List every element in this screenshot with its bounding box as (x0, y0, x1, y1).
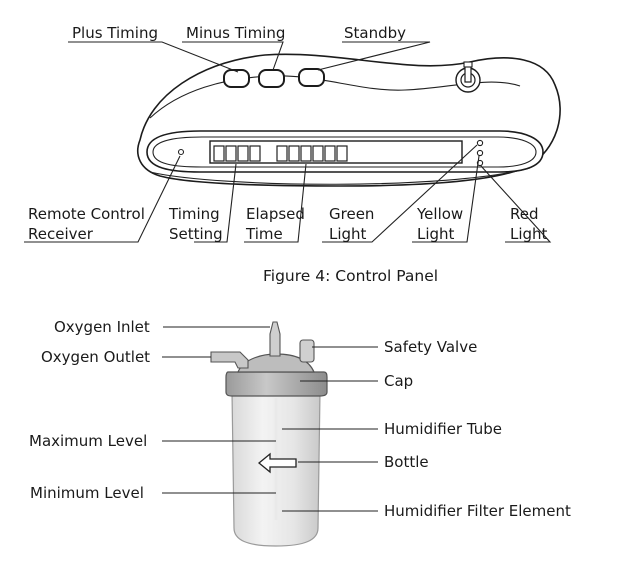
digit-segment (225, 145, 237, 162)
elapsed-time-label: Time (245, 225, 283, 243)
humidifier-leader-lines (162, 326, 378, 512)
yellow-light-label: Light (417, 225, 455, 243)
humidifier-cap (225, 371, 328, 397)
elapsed-time-digits (276, 145, 348, 162)
panel-base-trim (149, 167, 531, 185)
safety-valve-nub (299, 339, 315, 363)
green-light-label: Light (329, 225, 367, 243)
minus-timing-label: Minus Timing (186, 24, 285, 42)
bottle-direction-arrow (257, 452, 297, 474)
control-panel-leader-lines (24, 41, 552, 243)
lcd-window (209, 140, 463, 164)
figure-caption: Figure 4: Control Panel (263, 267, 438, 285)
red-light-label: Light (510, 225, 548, 243)
yellow-label: Yellow (416, 205, 463, 223)
safety-valve-label: Safety Valve (384, 338, 477, 356)
remote-receiver-dot (177, 148, 185, 156)
digit-segment (336, 145, 348, 162)
humidifier-labels: Oxygen Inlet Oxygen Outlet Maximum Level… (29, 318, 571, 520)
yellow-light-indicator (476, 149, 484, 157)
oxygen-inlet-tube (269, 321, 281, 357)
digit-segment (324, 145, 336, 162)
control-panel-labels: Plus Timing Minus Timing Standby Remote … (28, 24, 548, 285)
oxygen-inlet-label: Oxygen Inlet (54, 318, 150, 336)
plus-timing-label: Plus Timing (72, 24, 158, 42)
oxygen-connector-port (455, 61, 481, 93)
digit-segment (312, 145, 324, 162)
digit-segment (300, 145, 312, 162)
digit-segment (249, 145, 261, 162)
remote-control-label: Remote Control (28, 205, 145, 223)
oxygen-outlet-label: Oxygen Outlet (41, 348, 150, 366)
digit-segment (213, 145, 225, 162)
oxygen-outlet-elbow (210, 351, 249, 369)
elapsed-label: Elapsed (246, 205, 305, 223)
filter-element-label: Humidifier Filter Element (384, 502, 571, 520)
digit-segment (237, 145, 249, 162)
minimum-level-label: Minimum Level (30, 484, 144, 502)
red-label: Red (510, 205, 539, 223)
timing-label: Timing (168, 205, 220, 223)
display-bezel-inner (152, 136, 537, 168)
remote-receiver-label: Receiver (28, 225, 94, 243)
control-panel-drawing (136, 53, 561, 187)
standby-button[interactable] (298, 68, 325, 87)
digit-segment (276, 145, 288, 162)
minus-timing-button[interactable] (258, 69, 285, 88)
standby-label: Standby (344, 24, 406, 42)
bottle-label: Bottle (384, 453, 429, 471)
digit-segment (288, 145, 300, 162)
humidifier-tube-label: Humidifier Tube (384, 420, 502, 438)
green-label: Green (329, 205, 374, 223)
maximum-level-label: Maximum Level (29, 432, 147, 450)
green-light-indicator (476, 139, 484, 147)
humidifier-drawing (210, 321, 328, 547)
cap-label: Cap (384, 372, 413, 390)
timing-setting-label: Setting (169, 225, 223, 243)
timing-setting-digits (213, 145, 261, 162)
plus-timing-button[interactable] (223, 69, 250, 88)
